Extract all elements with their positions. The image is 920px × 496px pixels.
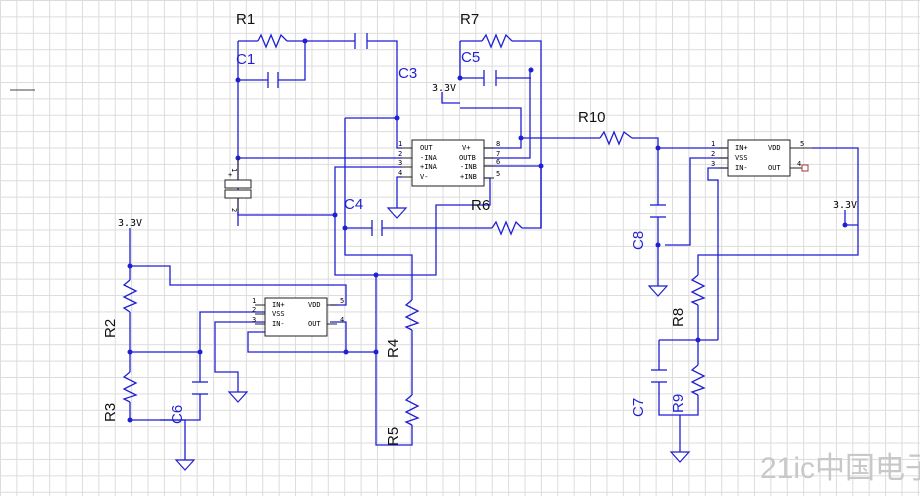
resistor-r9-symbol <box>690 364 706 396</box>
sensor-pin2-label: 2 <box>230 208 238 212</box>
capacitor-c3-symbol <box>354 33 368 49</box>
comparator-left-chip: 1 2 3 IN+ VSS IN- 5 4 VDD OUT <box>252 297 344 337</box>
opamp-pin-8: 8 <box>496 140 500 148</box>
resistor-r7-symbol <box>481 33 513 49</box>
comp-right-name-out: OUT <box>768 164 781 172</box>
junction-dots <box>127 38 848 423</box>
resistor-r2-symbol <box>122 279 138 313</box>
capacitors <box>192 33 667 395</box>
capacitor-c7-symbol <box>651 369 667 383</box>
comp-right-name-vdd: VDD <box>768 144 781 152</box>
opamp-name-inb-minus: -INB <box>460 163 477 171</box>
comp-left-pin-2: 2 <box>252 306 256 314</box>
label-c3: C3 <box>398 65 417 82</box>
comp-left-pin-5: 5 <box>340 297 344 305</box>
label-r1: R1 <box>236 11 255 28</box>
comp-right-pin-1: 1 <box>711 140 715 148</box>
capacitor-c1-symbol <box>267 72 279 88</box>
opamp-chip: 1 2 3 4 OUT -INA +INA V- 8 7 6 5 V+ OUTB… <box>398 139 500 187</box>
supply-label-top: 3.3V <box>432 83 456 94</box>
label-c6: C6 <box>169 405 186 424</box>
comp-right-name-in-minus: IN- <box>735 164 748 172</box>
comp-right-name-in-plus: IN+ <box>735 144 748 152</box>
comp-left-name-vss: VSS <box>272 310 285 318</box>
opamp-name-vplus: V+ <box>462 144 470 152</box>
capacitor-c8-symbol <box>650 204 666 218</box>
component-labels: R1 C1 C3 R7 C5 R10 C4 R6 C8 R8 C7 R9 R2 … <box>102 11 687 446</box>
label-c1: C1 <box>236 51 255 68</box>
opamp-pin-7: 7 <box>496 150 500 158</box>
opamp-pin-4: 4 <box>398 169 402 177</box>
opamp-name-vminus: V- <box>420 173 428 181</box>
opamp-pin-2: 2 <box>398 150 402 158</box>
opamp-pin-3: 3 <box>398 159 402 167</box>
no-connect-icon <box>801 164 809 172</box>
comp-left-name-in-minus: IN- <box>272 320 285 328</box>
comp-left-pin-1: 1 <box>252 297 256 305</box>
sensor-pin1-label: 1 <box>230 168 238 172</box>
supply-label-right: 3.3V <box>833 200 857 211</box>
label-r6: R6 <box>471 197 490 214</box>
resistor-r10-symbol <box>599 130 633 146</box>
label-r7: R7 <box>460 11 479 28</box>
ground-symbols <box>174 207 691 471</box>
ground-icon <box>669 451 691 463</box>
resistor-r5-symbol <box>404 394 420 426</box>
resistor-r1-symbol <box>257 33 288 49</box>
capacitor-c5-symbol <box>483 70 497 86</box>
label-c4: C4 <box>344 196 363 213</box>
label-r2: R2 <box>102 319 119 338</box>
resistor-r4-symbol <box>404 299 420 331</box>
ground-icon <box>386 207 408 219</box>
ground-icon <box>174 459 196 471</box>
label-r3: R3 <box>102 403 119 422</box>
opamp-name-ina-minus: -INA <box>420 154 438 162</box>
sensor-plus-label: + <box>228 171 232 179</box>
label-r8: R8 <box>670 308 687 327</box>
opamp-name-out: OUT <box>420 144 433 152</box>
comp-right-pin-2: 2 <box>711 150 715 158</box>
sensor-element: + 1 2 <box>224 158 252 212</box>
comp-left-name-vdd: VDD <box>308 301 321 309</box>
label-c8: C8 <box>630 231 647 250</box>
watermark: 21ic中国电子网 <box>760 452 920 485</box>
capacitor-c6-symbol <box>192 381 208 395</box>
comp-left-pin-3: 3 <box>252 316 256 324</box>
opamp-pin-5: 5 <box>496 170 500 178</box>
opamp-name-outb: OUTB <box>459 154 476 162</box>
wires <box>129 40 859 460</box>
resistor-r6-symbol <box>491 220 523 236</box>
comp-right-pin-5: 5 <box>800 140 804 148</box>
label-r5: R5 <box>385 427 402 446</box>
resistor-r8-symbol <box>690 274 706 306</box>
label-c5: C5 <box>461 49 480 66</box>
comp-right-pin-4: 4 <box>797 160 801 168</box>
resistors <box>122 33 706 426</box>
label-r10: R10 <box>578 109 606 126</box>
comp-right-name-vss: VSS <box>735 154 748 162</box>
comp-left-name-out: OUT <box>308 320 321 328</box>
opamp-pin-1: 1 <box>398 140 402 148</box>
supply-labels: 3.3V 3.3V 3.3V <box>118 83 857 229</box>
comp-right-pin-3: 3 <box>711 160 715 168</box>
ground-icon <box>227 391 249 403</box>
resistor-r3-symbol <box>122 371 138 403</box>
opamp-name-inb-plus: +INB <box>460 173 477 181</box>
comp-left-name-in-plus: IN+ <box>272 301 285 309</box>
label-c7: C7 <box>630 398 647 417</box>
supply-label-left: 3.3V <box>118 218 142 229</box>
opamp-name-ina-plus: +INA <box>420 163 438 171</box>
comparator-right-chip: 1 2 3 IN+ VSS IN- 5 4 VDD OUT <box>711 139 812 177</box>
ground-icon <box>647 285 669 297</box>
capacitor-c4-symbol <box>371 220 383 236</box>
comp-left-pin-4: 4 <box>340 316 344 324</box>
label-r4: R4 <box>385 339 402 358</box>
opamp-pin-6: 6 <box>496 158 500 166</box>
label-r9: R9 <box>670 394 687 413</box>
